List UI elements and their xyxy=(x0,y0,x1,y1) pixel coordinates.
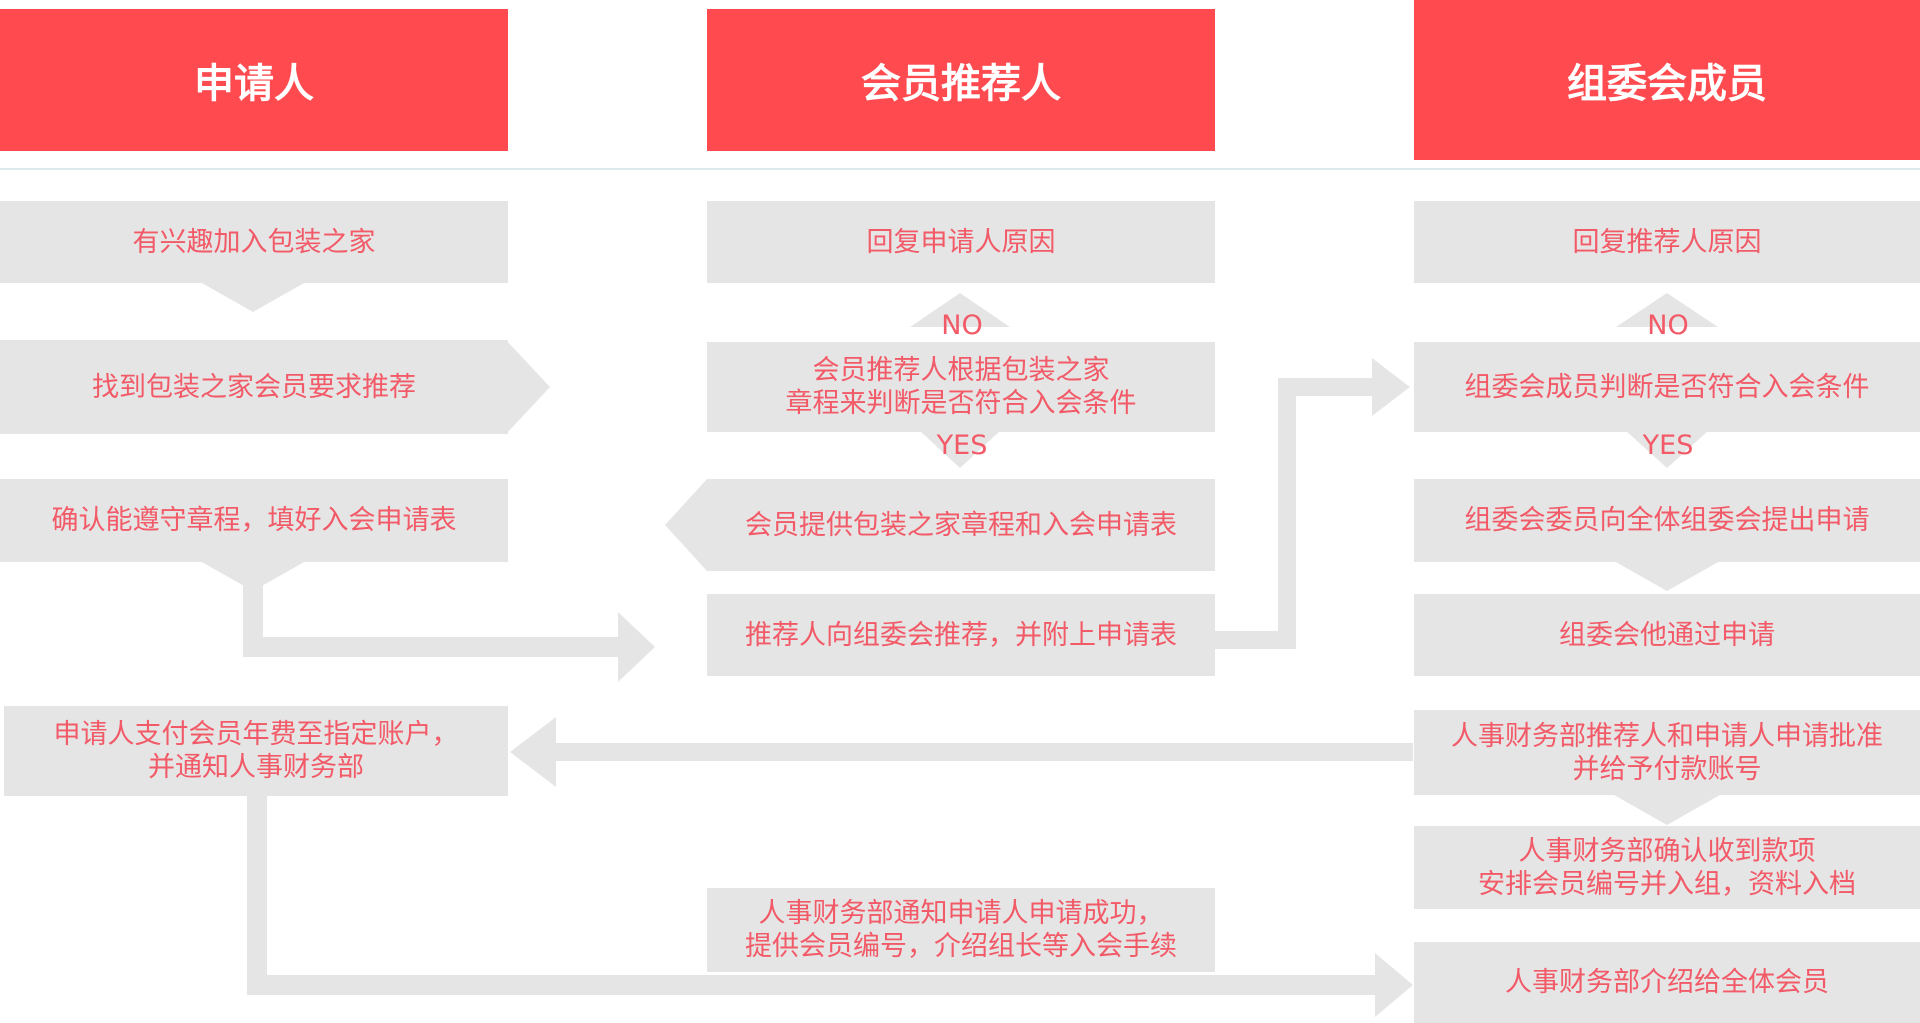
left-arrow-r-provide xyxy=(665,479,707,571)
recommender-judge: 会员推荐人根据包装之家 章程来判断是否符合入会条件 xyxy=(707,342,1215,432)
decision-bottom-notch-r xyxy=(920,431,1000,468)
header-committee: 组委会成员 xyxy=(1414,0,1920,160)
down-arrow-a3 xyxy=(200,561,306,591)
down-arrow-c2 xyxy=(1614,795,1720,825)
committee-no-label: NO xyxy=(1647,310,1689,341)
applicant-step-fill-form: 确认能遵守章程，填好入会申请表 xyxy=(0,479,508,562)
committee-reply-reason: 回复推荐人原因 xyxy=(1414,201,1920,283)
recommender-reply-reason: 回复申请人原因 xyxy=(707,201,1215,283)
connector-applicant-to-introduce xyxy=(247,795,1395,995)
right-arrow-r-to-c xyxy=(1372,358,1410,416)
applicant-step-interest: 有兴趣加入包装之家 xyxy=(0,201,508,283)
hr-introduce-members: 人事财务部介绍给全体会员 xyxy=(1414,942,1920,1023)
connector-recommend-to-committee xyxy=(1214,378,1390,649)
connector-applicant-to-recommend xyxy=(243,585,635,657)
committee-propose: 组委会委员向全体组委会提出申请 xyxy=(1414,479,1920,562)
right-arrow-a4 xyxy=(618,612,655,682)
applicant-step-pay-fee: 申请人支付会员年费至指定账户， 并通知人事财务部 xyxy=(4,706,508,796)
header-applicant: 申请人 xyxy=(0,9,508,151)
committee-yes-label: YES xyxy=(1642,430,1694,461)
hr-approve-and-account: 人事财务部推荐人和申请人申请批准 并给予付款账号 xyxy=(1414,710,1920,795)
decision-top-notch-r xyxy=(910,293,1010,327)
header-recommender: 会员推荐人 xyxy=(707,9,1215,151)
decision-bottom-notch-c xyxy=(1626,431,1708,468)
down-arrow-c1 xyxy=(1614,561,1720,591)
applicant-step-find-recommender: 找到包装之家会员要求推荐 xyxy=(0,340,508,434)
hr-confirm-payment: 人事财务部确认收到款项 安排会员编号并入组，资料入档 xyxy=(1414,826,1920,909)
recommender-no-label: NO xyxy=(941,310,983,341)
recommender-recommend: 推荐人向组委会推荐，并附上申请表 xyxy=(707,594,1215,676)
decision-top-notch-c xyxy=(1616,293,1718,327)
left-arrow-c-to-a xyxy=(510,717,556,787)
down-arrow-a1 xyxy=(200,282,306,312)
right-arrow-a-to-c xyxy=(1375,953,1413,1017)
right-arrow-a2 xyxy=(506,340,550,434)
committee-pass: 组委会他通过申请 xyxy=(1414,594,1920,676)
hr-notify-success: 人事财务部通知申请人申请成功， 提供会员编号，介绍组长等入会手续 xyxy=(707,888,1215,972)
recommender-yes-label: YES xyxy=(936,430,988,461)
recommender-provide-docs: 会员提供包装之家章程和入会申请表 xyxy=(707,479,1215,571)
committee-judge: 组委会成员判断是否符合入会条件 xyxy=(1414,342,1920,432)
